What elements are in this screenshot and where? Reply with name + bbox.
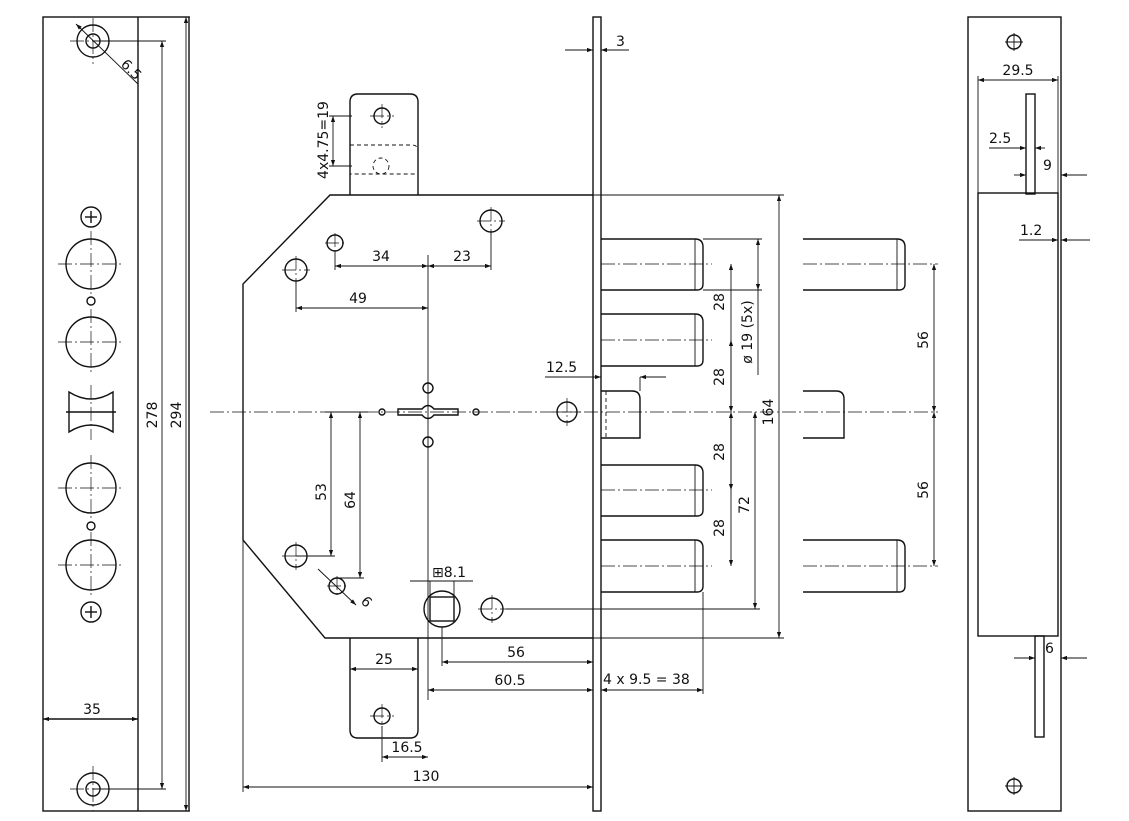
dim-164: 164 (761, 399, 777, 426)
dim-29-5: 29.5 (1002, 63, 1033, 79)
dim-throw: 4 x 9.5 = 38 (603, 672, 690, 688)
dim-28-c: 28 (712, 443, 728, 461)
deadbolts-extended (803, 238, 938, 593)
dim-front-6-5: 6.5 (117, 57, 144, 84)
dim-12-5: 12.5 (546, 360, 577, 376)
strike-plate-outline (967, 16, 1062, 812)
strike-screw-top (1005, 33, 1023, 51)
dim-72: 72 (737, 496, 753, 514)
dim-plate-3: 3 (616, 34, 625, 50)
dim-130: 130 (413, 769, 440, 785)
bottom-mounting-tab (349, 638, 419, 739)
dim-28-d: 28 (712, 519, 728, 537)
dim-53: 53 (314, 483, 330, 501)
strike-plate-view: 29.5 2.5 9 1.2 6 (967, 16, 1090, 812)
dim-front-35: 35 (83, 702, 101, 718)
cross-screw-top (80, 206, 102, 228)
dim-6: 6 (357, 594, 375, 612)
lock-case-outline (242, 194, 593, 639)
dim-2-5: 2.5 (989, 131, 1011, 147)
dim-28-b: 28 (712, 368, 728, 386)
dim-backset-56: 56 (507, 645, 525, 661)
dim-bolt-diameter: ø 19 (5x) (740, 300, 756, 363)
dim-9: 9 (1043, 158, 1052, 174)
keyhole-icon (397, 404, 459, 420)
dim-25: 25 (375, 652, 393, 668)
dim-49: 49 (349, 291, 367, 307)
cross-screw-bottom (80, 601, 102, 623)
dim-front-294: 294 (169, 402, 185, 429)
deadbolts-retracted (601, 238, 712, 593)
forend-strip (592, 16, 602, 812)
strike-screw-bottom (1005, 777, 1023, 795)
screw-hole-bottom (70, 766, 116, 811)
dim-34: 34 (372, 249, 390, 265)
spindle-hub (423, 590, 461, 628)
dim-backset-60-5: 60.5 (494, 673, 525, 689)
latch-bolt (601, 390, 641, 439)
dim-tab-holes: 4x4.75=19 (316, 101, 332, 179)
dim-56-upper: 56 (916, 331, 932, 349)
strike-tab-top (1025, 93, 1036, 195)
bolt-openings (58, 231, 124, 598)
lock-body-view: 4x4.75=19 (210, 16, 938, 812)
dim-spindle: ⊞8.1 (432, 565, 466, 581)
front-plate-view: 278 294 6.5 35 (42, 16, 190, 812)
dim-16-5: 16.5 (391, 740, 422, 756)
front-plate-outline (42, 16, 190, 812)
top-mounting-tab (349, 93, 419, 195)
strike-tab-bottom (1034, 635, 1045, 738)
dim-64: 64 (343, 491, 359, 509)
dim-strike-6: 6 (1045, 641, 1054, 657)
dim-front-278: 278 (145, 402, 161, 429)
dim-28-a: 28 (712, 293, 728, 311)
dim-1-2: 1.2 (1020, 223, 1042, 239)
mounting-holes (282, 207, 581, 623)
dim-56-lower: 56 (916, 481, 932, 499)
dim-23: 23 (453, 249, 471, 265)
